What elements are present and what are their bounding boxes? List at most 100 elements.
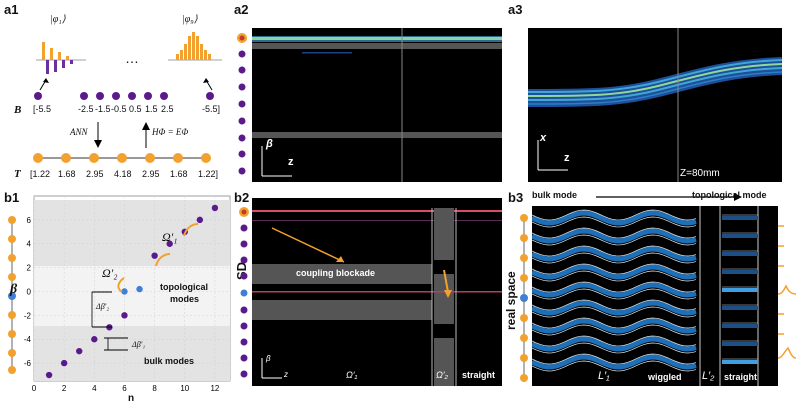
b3-wave-8-0 bbox=[532, 354, 697, 370]
b1-ytick-6: -6 bbox=[24, 359, 32, 368]
b3-wave-1-1 bbox=[532, 227, 697, 239]
b3-wave-3-0 bbox=[532, 264, 697, 280]
b3-wave-edge-2 bbox=[532, 252, 697, 264]
panel-label-b1: b1 bbox=[4, 190, 20, 205]
b3-wave-edge-4 bbox=[532, 288, 697, 300]
b1-point-s0-1 bbox=[60, 359, 68, 367]
b1-xtick-0: 0 bbox=[32, 384, 37, 393]
b1-omega1: Ω′₁ bbox=[162, 230, 178, 244]
t-value-5: 1.68 bbox=[170, 169, 188, 179]
b1-dbeta2: Δβ′₂ bbox=[96, 302, 110, 311]
b1-xtick-4: 8 bbox=[152, 384, 157, 393]
row-b-label: B bbox=[14, 104, 22, 116]
b1-ytick-0: 6 bbox=[27, 216, 32, 225]
b2-z-label: z bbox=[284, 370, 288, 379]
b3-wave-2-0 bbox=[532, 246, 697, 262]
b1-dbeta1: Δβ′₁ bbox=[132, 340, 146, 349]
b3-straight-7 bbox=[722, 342, 758, 346]
t-value-3: 4.18 bbox=[114, 169, 132, 179]
b3-wave-3-1 bbox=[532, 263, 697, 275]
b3-wave-1-0 bbox=[532, 228, 697, 244]
b-value-5: 1.5 bbox=[145, 104, 158, 114]
b3-wave-6-1 bbox=[532, 317, 697, 329]
b1-band-bot bbox=[34, 326, 230, 381]
b1-ytick-1: 4 bbox=[27, 240, 32, 249]
a2-waveguide-dots bbox=[237, 33, 247, 175]
b3-straight-label: straight bbox=[724, 372, 758, 382]
b2-omega1: Ω′₁ bbox=[346, 370, 358, 380]
b3-l1-label: L′₁ bbox=[598, 370, 610, 382]
phi9-waveform bbox=[176, 32, 211, 60]
ann-label: ANN bbox=[70, 127, 88, 137]
b2-orange-arrow-1 bbox=[271, 227, 345, 263]
b2-omega2: Ω′₂ bbox=[436, 370, 448, 380]
eigen-equation: HΦ = EΦ bbox=[152, 127, 189, 137]
panel-label-a3: a3 bbox=[508, 2, 523, 17]
b3-straight-4 bbox=[722, 288, 758, 292]
a1-graphics bbox=[33, 32, 222, 163]
a1-schematic: |φ₁⟩ |φ₉⟩ … bbox=[0, 0, 232, 188]
b1-point-s0-2 bbox=[76, 347, 83, 355]
b1-point-s0-3 bbox=[91, 336, 98, 343]
b1-ytick-2: 2 bbox=[27, 264, 32, 273]
panel-label-a1: a1 bbox=[4, 2, 19, 17]
b3-wave-6-0 bbox=[532, 318, 697, 334]
b3-topo-label: topological mode bbox=[692, 190, 767, 200]
b3-straight-1 bbox=[722, 234, 758, 238]
b3-wave-0-0 bbox=[532, 210, 697, 226]
b3-bulk-label: bulk mode bbox=[532, 190, 578, 200]
b3-wave-0-1 bbox=[532, 209, 697, 221]
t-value-0: [1.22 bbox=[30, 169, 51, 179]
b1-point-s0-10 bbox=[211, 204, 219, 212]
b3-straight-2 bbox=[722, 252, 758, 256]
b1-xtick-6: 12 bbox=[210, 384, 219, 393]
b-value-3: -0.5 bbox=[111, 104, 127, 114]
a3-z-label: z bbox=[564, 152, 570, 164]
b1-point-s0-9 bbox=[196, 216, 204, 224]
b2-waveguide-dots bbox=[239, 207, 249, 378]
b2-beta-label: β bbox=[266, 354, 271, 363]
t-value-2: 2.95 bbox=[86, 169, 104, 179]
b1-point-s0-6 bbox=[151, 252, 158, 259]
b1-ytick-4: -2 bbox=[24, 311, 32, 320]
phi1-waveform bbox=[42, 42, 73, 74]
b3-wave-4-1 bbox=[532, 281, 697, 293]
b1-bulk-label: bulk modes bbox=[144, 356, 195, 366]
b1-omega2: Ω′₂ bbox=[102, 266, 118, 280]
b3-wiggled-label: wiggled bbox=[648, 372, 682, 382]
a2-plot: β z bbox=[252, 28, 502, 182]
t-value-4: 2.95 bbox=[142, 169, 160, 179]
b2-plot: coupling blockade β z Ω′₁ Ω′₂ straight bbox=[252, 198, 502, 386]
t-row-dots bbox=[33, 153, 211, 163]
phi1-label: |φ₁⟩ bbox=[50, 14, 66, 25]
ellipsis: … bbox=[125, 50, 139, 66]
b1-point-s1-1 bbox=[136, 285, 143, 293]
a3-x-label: x bbox=[540, 132, 547, 144]
b1-point-s0-5 bbox=[121, 312, 128, 319]
a2-beta-label: β bbox=[266, 138, 273, 150]
omega1-arrow-2 bbox=[155, 253, 171, 267]
b3-wave-7-1 bbox=[532, 335, 697, 347]
b1-point-s0-7 bbox=[166, 240, 173, 247]
b3-plot: L′₁ wiggled L′₂ straight bbox=[532, 206, 778, 386]
a3-position-label: Z=80mm bbox=[680, 168, 720, 179]
omega2-arrow bbox=[117, 277, 125, 293]
b3-wave-8-1 bbox=[532, 353, 697, 365]
panel-label-b2: b2 bbox=[234, 190, 250, 205]
b-value-7: -5.5] bbox=[202, 104, 221, 114]
b3-wave-edge-6 bbox=[532, 324, 697, 336]
b-value-6: 2.5 bbox=[161, 104, 174, 114]
b3-wave-edge-1 bbox=[532, 234, 697, 246]
b3-straight-8 bbox=[722, 360, 758, 364]
panel-label-a2: a2 bbox=[234, 2, 249, 17]
b-value-1: -2.5 bbox=[78, 104, 94, 114]
b1-band-mid bbox=[34, 266, 230, 326]
b3-top-arrow bbox=[596, 193, 742, 201]
b1-modes-label: modes bbox=[170, 294, 200, 304]
b3-wave-4-0 bbox=[532, 282, 697, 298]
t-value-1: 1.68 bbox=[58, 169, 76, 179]
b1-xtick-3: 6 bbox=[122, 384, 127, 393]
b3-wave-edge-3 bbox=[532, 270, 697, 282]
